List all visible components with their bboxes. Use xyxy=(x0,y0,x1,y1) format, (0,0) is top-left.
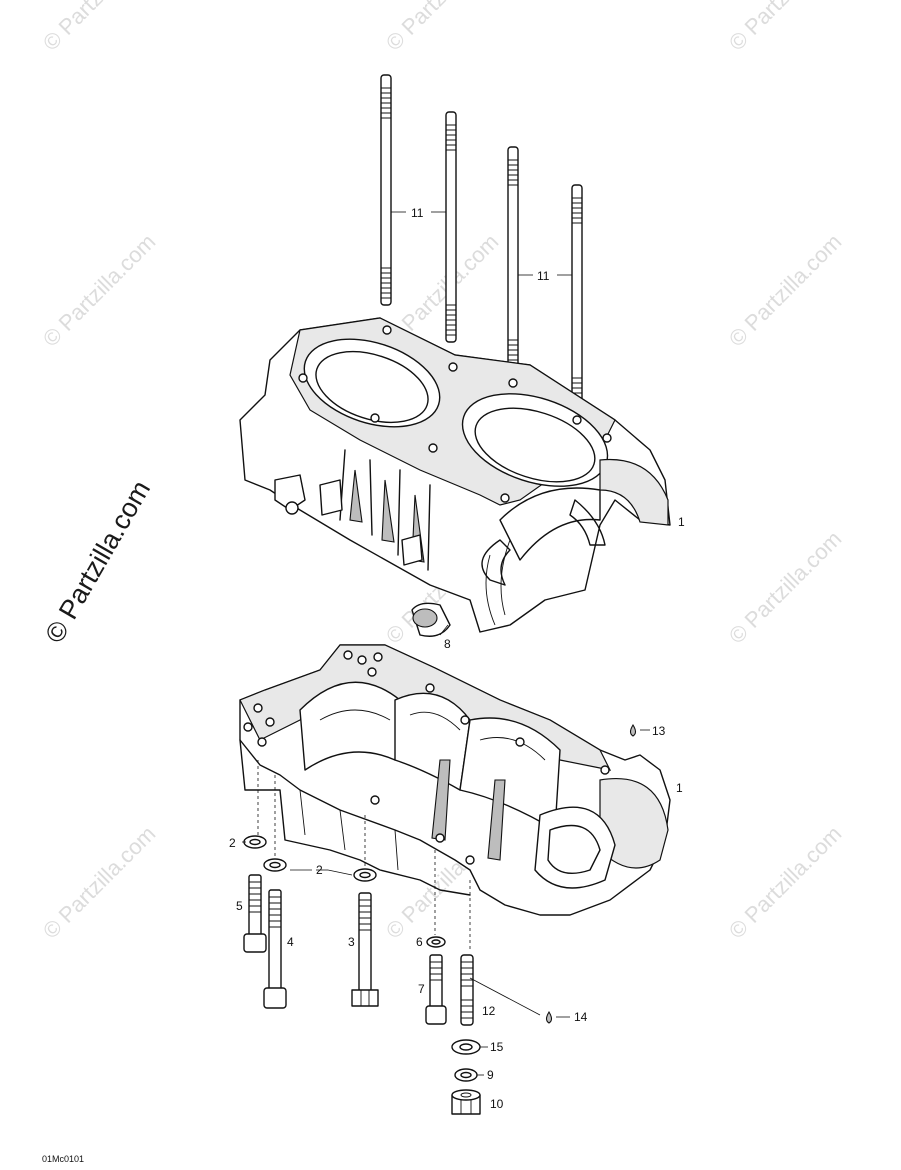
stud xyxy=(445,111,457,343)
callout-label: 12 xyxy=(482,1004,496,1018)
callout-label: 1 xyxy=(676,781,683,795)
callout-label: 14 xyxy=(574,1010,588,1024)
stud xyxy=(380,74,392,306)
callouts: 11 11 1 8 13 1 2 2 5 4 3 6 7 12 14 15 9 … xyxy=(229,206,685,1111)
callout-label: 8 xyxy=(444,637,451,651)
diagram-code: 01Mc0101 xyxy=(42,1154,84,1164)
watermark: © Partzilla.com xyxy=(381,0,504,56)
callout-label: 11 xyxy=(537,269,550,283)
callout-label: 6 xyxy=(416,935,423,949)
bolt xyxy=(351,892,379,1007)
callout-label: 2 xyxy=(229,836,236,850)
bolt xyxy=(243,874,267,953)
plug xyxy=(411,602,451,637)
sealant-drop-icon xyxy=(629,723,637,737)
callout-label: 9 xyxy=(487,1068,494,1082)
stud xyxy=(571,184,583,416)
watermark: © Partzilla.com xyxy=(724,0,847,56)
sealant-drop-icon xyxy=(545,1010,553,1024)
callout-label: 7 xyxy=(418,982,425,996)
callout-label: 1 xyxy=(678,515,685,529)
washer xyxy=(353,868,377,882)
washer xyxy=(451,1039,481,1055)
callout-label: 13 xyxy=(652,724,666,738)
washer xyxy=(454,1068,478,1082)
stud xyxy=(460,954,474,1026)
callout-label: 11 xyxy=(411,206,424,220)
stud xyxy=(507,146,519,378)
fasteners xyxy=(243,723,637,1115)
washer xyxy=(263,858,287,872)
washer xyxy=(426,936,446,948)
washer xyxy=(243,835,267,849)
watermark: © Partzilla.com xyxy=(38,229,161,352)
callout-label: 15 xyxy=(490,1040,504,1054)
leader-lines xyxy=(242,729,650,1076)
watermark: © Partzilla.com xyxy=(724,526,847,649)
bolt xyxy=(263,889,287,1009)
cylinder-studs xyxy=(380,74,583,416)
callout-label: 5 xyxy=(236,899,243,913)
callout-label: 10 xyxy=(490,1097,504,1111)
lower-crankcase xyxy=(239,644,671,952)
callout-label: 2 xyxy=(316,863,323,877)
callout-label: 4 xyxy=(287,935,294,949)
watermark: © Partzilla.com xyxy=(38,821,161,944)
watermark-large: © Partzilla.com xyxy=(39,475,156,648)
bolt xyxy=(425,954,447,1025)
watermark: © Partzilla.com xyxy=(724,229,847,352)
watermark: © Partzilla.com xyxy=(38,0,161,56)
watermark: © Partzilla.com xyxy=(724,821,847,944)
upper-crankcase xyxy=(239,317,671,633)
nut xyxy=(451,1089,481,1115)
callout-label: 3 xyxy=(348,935,355,949)
